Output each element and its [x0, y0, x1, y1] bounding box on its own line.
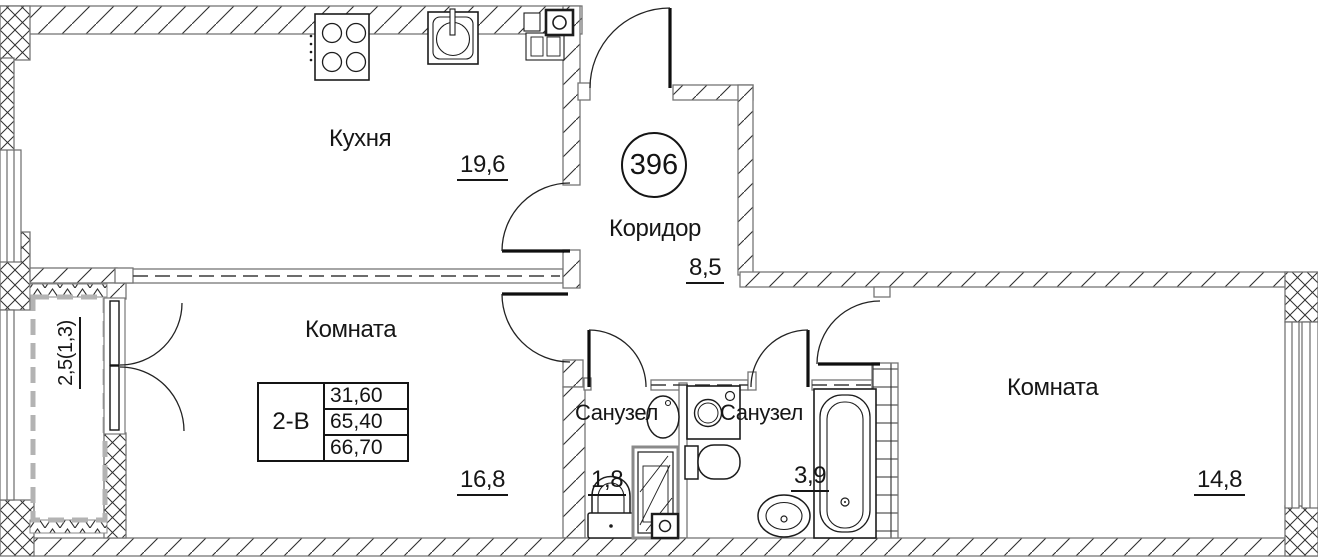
doors [103, 7, 881, 435]
room-right-label: Комната [1007, 374, 1099, 401]
room-left-label: Комната [305, 316, 397, 343]
kitchen-window-icon [0, 149, 22, 263]
vent-duct-icon [544, 8, 575, 37]
small-bathroom-door-icon [587, 329, 647, 388]
washbasin-icon [757, 494, 811, 538]
bathroom-large-area: 3,9 [791, 463, 830, 493]
unit-info-table: 2-В 31,60 65,40 66,70 [257, 382, 409, 462]
windows [0, 149, 1318, 509]
walls [0, 5, 1318, 557]
bathroom-small-area: 1,8 [588, 467, 627, 497]
right-room-window-icon [1284, 321, 1318, 509]
entrance-door-icon [589, 7, 672, 89]
balcony-area: 2,5(1,3) [54, 299, 82, 407]
kitchen-door-icon [501, 182, 571, 253]
right-room-door-icon [816, 300, 881, 366]
apartment-number: 396 [629, 148, 679, 181]
kitchen-area: 19,6 [457, 152, 509, 182]
duct-box-icon [650, 512, 680, 540]
corridor-area: 8,5 [686, 255, 725, 285]
appliance-icon [523, 12, 565, 61]
unit-area-row: 31,60 [325, 384, 407, 410]
room-left-area: 16,8 [457, 467, 509, 497]
left-room-door-icon [501, 292, 571, 363]
large-bathroom-door-icon [750, 329, 810, 388]
unit-type: 2-В [259, 384, 325, 460]
fixtures [309, 8, 877, 540]
washing-machine-icon [686, 385, 741, 440]
toilet-side-icon [684, 444, 741, 480]
room-right-area: 14,8 [1194, 467, 1246, 497]
corner-basin-icon [646, 395, 680, 439]
unit-area-row: 65,40 [325, 410, 407, 436]
kitchen-sink-icon [427, 8, 479, 65]
corridor-label: Коридор [609, 215, 701, 242]
unit-area-row: 66,70 [330, 436, 383, 459]
balcony-door-icon [103, 297, 185, 435]
bathtub-icon [813, 388, 877, 539]
bathroom-small-label: Санузел [575, 400, 658, 425]
kitchen-label: Кухня [329, 125, 392, 152]
balcony-window-icon [0, 309, 15, 501]
bathroom-large-label: Санузел [720, 400, 803, 425]
stove-icon [309, 13, 370, 81]
apartment-number-badge: 396 [621, 132, 687, 198]
partition-dashes [133, 275, 875, 386]
